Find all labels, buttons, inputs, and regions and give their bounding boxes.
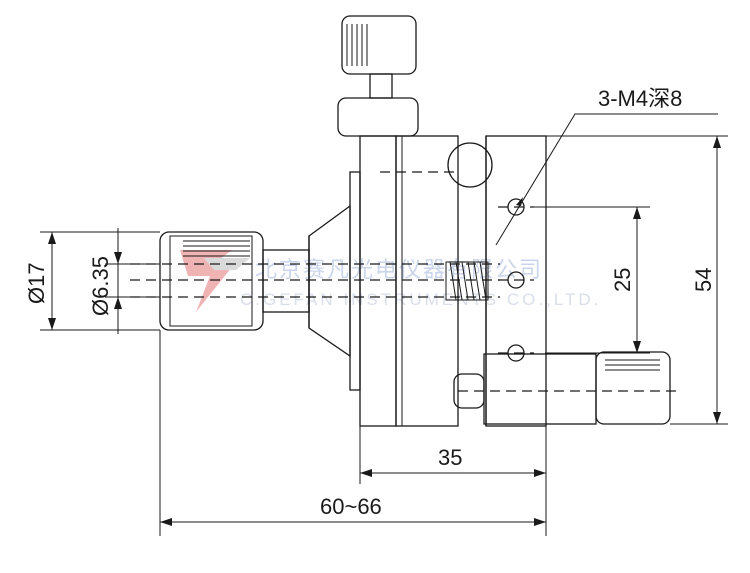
center-lines: [130, 171, 680, 392]
overall-length-dimension: 60~66: [159, 330, 546, 536]
thread-note-label: 3-M4深8: [598, 86, 682, 111]
main-body: [349, 135, 547, 427]
top-knob: [337, 15, 419, 137]
hole-pitch-label: 25: [610, 268, 635, 292]
spring: [445, 261, 489, 301]
watermark-company-en: C.GEFAN INSTRUMENTS CO.,LTD.: [240, 290, 601, 309]
hole-pitch-dimension: 25: [530, 206, 650, 354]
height-dimension: 54: [546, 135, 728, 425]
thread-callout: 3-M4深8: [495, 86, 718, 246]
diameter-dimensions: Ø17 Ø6.35: [24, 228, 160, 334]
right-knob: [453, 351, 671, 425]
depth-label: 35: [438, 445, 462, 470]
watermark-company-cn: 北京赛凡光电仪器有限公司: [255, 258, 543, 283]
depth-dimension: 35: [359, 426, 547, 536]
ball: [447, 142, 493, 188]
overall-length-label: 60~66: [320, 494, 382, 519]
outer-diameter-label: Ø17: [24, 262, 49, 304]
left-knob: [159, 231, 310, 331]
height-label: 54: [691, 268, 716, 292]
watermark: 北京赛凡光电仪器有限公司 C.GEFAN INSTRUMENTS CO.,LTD…: [180, 250, 601, 312]
bore-diameter-label: Ø6.35: [88, 256, 113, 316]
